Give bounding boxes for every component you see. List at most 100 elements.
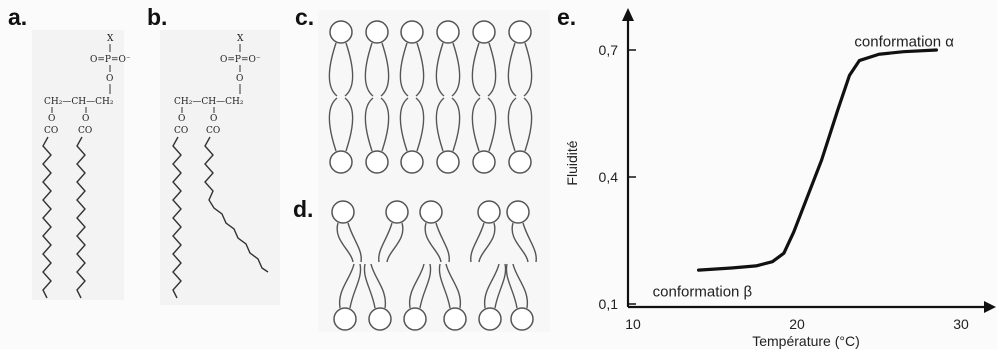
lipid-tail xyxy=(415,97,425,152)
y-tick-label: 0,1 xyxy=(599,296,619,312)
panel-label-c: c. xyxy=(295,4,315,30)
head-group-x: X xyxy=(107,34,114,44)
lipid-head xyxy=(436,20,460,44)
lipid-head xyxy=(510,307,534,331)
lipid-head xyxy=(506,200,530,224)
lipid-head xyxy=(385,200,409,224)
lipid-tail xyxy=(494,263,507,309)
lipid-tail xyxy=(380,42,390,97)
lipid-tail xyxy=(338,263,355,309)
ester-group: CO xyxy=(206,126,220,136)
lipid-tail xyxy=(507,97,517,152)
lipid-tail xyxy=(438,263,451,309)
lipid-head xyxy=(436,150,460,174)
lipid-head xyxy=(472,150,496,174)
lipid-tail xyxy=(363,263,376,309)
lipid-tail xyxy=(511,222,529,263)
membrane-fluid xyxy=(331,200,537,331)
lipid-tail xyxy=(435,222,450,263)
lipid-head xyxy=(403,307,427,331)
lipid-tail xyxy=(364,42,374,97)
curve-point xyxy=(858,59,861,62)
lipid-tail xyxy=(512,263,529,309)
lipid-tail xyxy=(478,222,496,263)
lipid-tail xyxy=(399,42,409,97)
curve-point xyxy=(836,108,840,111)
curve-point xyxy=(902,50,905,53)
glycerol-backbone: CH₂—CH—CH₂ xyxy=(174,97,244,107)
lipid-tail xyxy=(483,263,500,309)
lipid-head xyxy=(400,20,424,44)
lipid-tail xyxy=(415,42,425,97)
lipid-head xyxy=(443,307,467,331)
y-axis-label: Fluidité xyxy=(564,140,580,185)
lipid-tail xyxy=(471,42,481,97)
x-axis-label: Température (°C) xyxy=(752,333,860,349)
fatty-acid-chain xyxy=(172,136,182,299)
lipid-tail xyxy=(347,222,362,263)
panel-label-a: a. xyxy=(8,4,28,30)
lipid-head xyxy=(478,307,502,331)
lipid-tail xyxy=(399,97,409,152)
lipid-tail xyxy=(336,222,354,263)
x-tick-label: 20 xyxy=(789,316,805,332)
lipid-head xyxy=(419,200,443,224)
lipid-head xyxy=(331,200,355,224)
lipid-head xyxy=(329,150,353,174)
lipid-tail xyxy=(451,97,461,152)
lipid-tail xyxy=(507,42,517,97)
lipid-tail xyxy=(349,263,362,309)
lipid-tail xyxy=(364,97,374,152)
lipid-head xyxy=(333,307,357,331)
panel-label-d: d. xyxy=(293,196,314,222)
curve-point xyxy=(792,230,795,234)
curve-point xyxy=(848,74,851,77)
panel-label-b: b. xyxy=(147,4,168,30)
lipid-tail xyxy=(380,97,390,152)
x-axis-arrow-icon xyxy=(984,301,996,313)
oxygen-label: O xyxy=(106,74,113,84)
lipid-tail xyxy=(344,42,354,97)
lipid-tail xyxy=(386,222,404,263)
curve-point xyxy=(935,48,938,52)
lipid-tail xyxy=(424,222,442,263)
ester-group: CO xyxy=(78,126,92,136)
lipid-tail xyxy=(435,97,445,152)
lipid-tail xyxy=(471,97,481,152)
lipid-tail xyxy=(522,222,537,263)
lipid-head xyxy=(477,200,501,224)
curve-point xyxy=(754,264,758,268)
lipid-tail xyxy=(408,263,425,309)
lipid-tail xyxy=(487,42,497,97)
panel-cd-background xyxy=(318,10,550,332)
fatty-acid-chain-kinked xyxy=(204,136,269,273)
head-group-x: X xyxy=(237,34,244,44)
curve-point xyxy=(730,266,733,270)
y-axis-arrow-icon xyxy=(622,8,634,21)
lipid-tail xyxy=(470,222,485,263)
lipid-head xyxy=(508,150,532,174)
curve-point xyxy=(804,201,807,204)
curve-point xyxy=(877,53,881,56)
fatty-acid-chain xyxy=(42,136,52,299)
oxygen-label: O xyxy=(236,74,243,84)
annotation-conformation-beta: conformation β xyxy=(653,283,753,300)
y-tick-label: 0,7 xyxy=(599,42,619,58)
glycerol-backbone: CH₂—CH—CH₂ xyxy=(44,97,114,107)
lipid-head xyxy=(368,307,392,331)
lipid-head xyxy=(365,150,389,174)
ester-group: CO xyxy=(174,126,188,136)
lipid-tail xyxy=(487,97,497,152)
lipid-tail xyxy=(328,97,338,152)
panel-label-e: e. xyxy=(557,4,577,30)
lipid-tail xyxy=(419,263,432,309)
curve-point xyxy=(820,158,823,162)
oxygen-label: O xyxy=(82,114,89,124)
lipid-tail xyxy=(378,222,393,263)
x-tick-label: 10 xyxy=(625,316,641,332)
